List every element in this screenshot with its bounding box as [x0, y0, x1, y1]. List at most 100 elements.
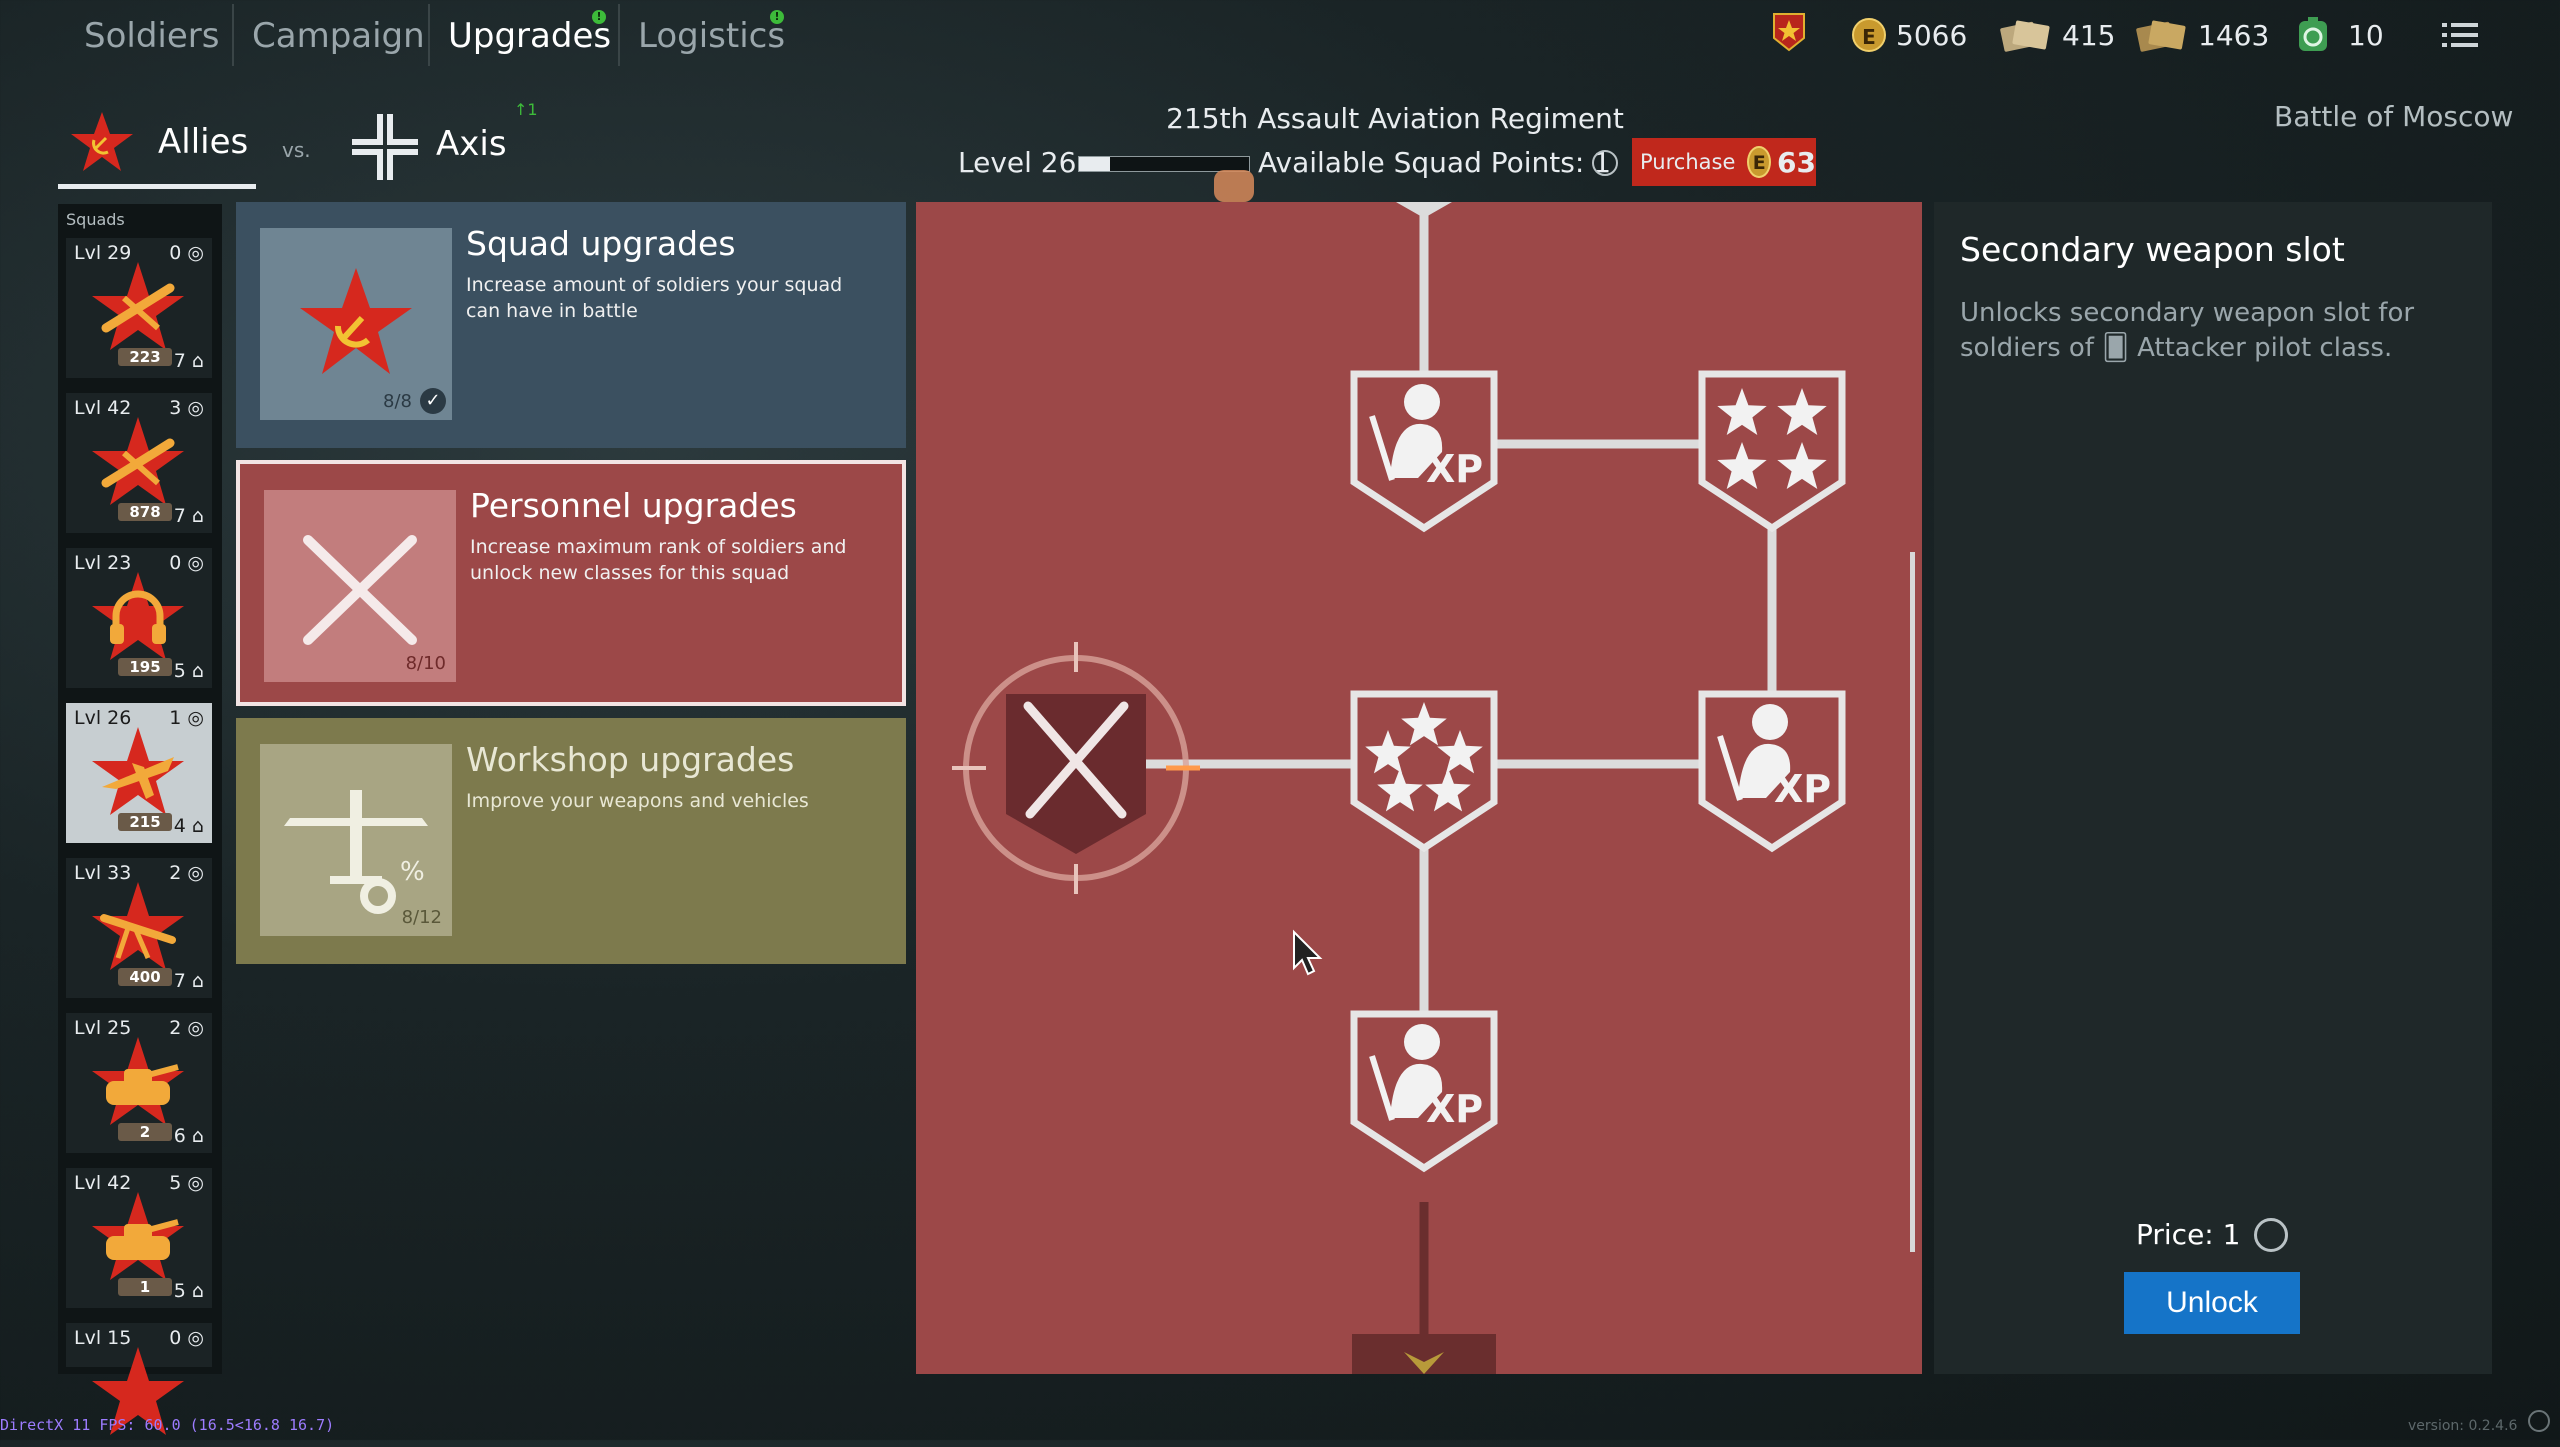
xp-soldier-node-right[interactable]: XP	[1698, 690, 1846, 853]
xp-soldier-node-bottom[interactable]: XP	[1350, 1010, 1498, 1173]
card-description: Increase maximum rank of soldiers and un…	[470, 536, 847, 584]
upgrade-tree-graph: XP XP XP	[952, 202, 1915, 1374]
level-progress-fill	[1079, 157, 1110, 171]
upgrade-detail-panel: Secondary weapon slot Unlocks secondary …	[1934, 202, 2492, 1374]
purchase-button[interactable]: Purchase E 63	[1632, 138, 1816, 186]
axis-faction-tab[interactable]: Axis ↑1	[346, 100, 546, 190]
upgrade-tree: XP XP XP	[916, 202, 1922, 1374]
allies-faction-tab[interactable]: Allies	[58, 108, 256, 190]
squad-exp-count: 223	[118, 348, 172, 366]
silver-tickets-icon	[2000, 20, 2050, 52]
squad-points: 0 ◎	[169, 1327, 204, 1349]
svg-text:%: %	[400, 857, 425, 887]
tab-campaign[interactable]: Campaign	[252, 16, 425, 56]
card-progress: 8/10	[405, 653, 446, 674]
purchase-price: 63	[1777, 145, 1816, 179]
nav-divider	[618, 4, 620, 66]
silver-tickets[interactable]: 415	[1998, 12, 2115, 58]
tank-icon	[88, 1188, 188, 1292]
squad-exp-count: 195	[118, 658, 172, 676]
squad-level: Lvl 33	[74, 862, 132, 884]
locked-node-emblem-icon	[1404, 1352, 1444, 1374]
axis-cross-icon	[352, 114, 418, 180]
axis-update-badge: ↑1	[514, 100, 538, 119]
squad-level: Lvl 42	[74, 397, 132, 419]
xp-label: XP	[1426, 1087, 1483, 1131]
headset-icon	[88, 568, 188, 672]
menu-icon[interactable]	[2442, 20, 2478, 50]
xp-label: XP	[1774, 767, 1831, 811]
squad-level: Lvl 29	[74, 242, 132, 264]
gold-tickets-amount: 1463	[2198, 18, 2270, 52]
squads-title: Squads	[66, 210, 125, 229]
crossed-rifles-icon	[1023, 701, 1129, 819]
squad-soldier-count: 4 ⌂	[173, 815, 204, 837]
squad-soldier-count: 5 ⌂	[173, 660, 204, 682]
squad-soldier-count: 6 ⌂	[173, 1125, 204, 1147]
gold-tickets[interactable]: 1463	[2134, 12, 2269, 58]
squad-point-icon	[1592, 150, 1618, 176]
timer-boost-icon	[2299, 17, 2327, 51]
unlock-button[interactable]: Unlock	[2124, 1272, 2300, 1334]
card-description: Increase amount of soldiers your squad c…	[466, 274, 843, 322]
squad-exp-count: 2	[118, 1123, 172, 1141]
gold-amount: 5066	[1896, 18, 1968, 52]
crossed-rifles-node-selected	[952, 642, 1200, 894]
squad-soldier-count: 7 ⌂	[173, 505, 204, 527]
rifle-icon	[88, 258, 188, 362]
boost-amount: 10	[2348, 18, 2384, 52]
squad-point-icon	[2254, 1218, 2288, 1252]
gold-coin-icon: E	[1852, 18, 1886, 52]
rifle-icon	[88, 413, 188, 517]
rank-badge-icon[interactable]	[1772, 12, 1806, 52]
squad-level: Lvl 15	[74, 1327, 132, 1349]
logistics-alert-icon: !	[770, 10, 784, 24]
squad-card[interactable]: Lvl 15 0 ◎	[66, 1323, 212, 1435]
squad-points: 1 ◎	[169, 707, 204, 729]
tab-upgrades[interactable]: Upgrades	[448, 16, 612, 56]
soviet-star-icon: 8/8✓	[260, 228, 452, 420]
detail-title: Secondary weapon slot	[1960, 230, 2345, 269]
card-title: Squad upgrades	[466, 224, 736, 263]
squad-points: 0 ◎	[169, 242, 204, 264]
card-title: Personnel upgrades	[470, 486, 797, 525]
squad-points-label: Available Squad Points: 1	[1258, 146, 1612, 179]
allies-label: Allies	[158, 122, 249, 162]
squad-exp-count: 400	[118, 968, 172, 986]
axis-label: Axis	[436, 124, 507, 164]
tab-soldiers[interactable]: Soldiers	[84, 16, 220, 56]
star-icon	[88, 1343, 188, 1447]
purchase-label: Purchase	[1640, 150, 1736, 174]
gold-coin-icon: E	[1747, 146, 1772, 178]
five-stars-node[interactable]	[1350, 690, 1498, 853]
tab-logistics[interactable]: Logistics	[638, 16, 786, 56]
tank-icon	[88, 1033, 188, 1137]
gold-currency[interactable]: E 5066	[1852, 12, 1967, 58]
boost-counter[interactable]: 10	[2296, 12, 2384, 58]
crossed-rifles-icon: 8/10	[264, 490, 456, 682]
upgrades-alert-icon: !	[592, 10, 606, 24]
squad-points: 3 ◎	[169, 397, 204, 419]
tree-top-arrow-icon	[1396, 202, 1452, 218]
squad-points: 0 ◎	[169, 552, 204, 574]
squad-exp-count: 1	[118, 1278, 172, 1296]
plane-icon	[88, 723, 188, 827]
nav-divider	[428, 4, 430, 66]
card-progress: 8/12	[401, 907, 442, 928]
four-stars-node-top[interactable]	[1698, 370, 1846, 533]
xp-soldier-node-top[interactable]: XP	[1350, 370, 1498, 533]
aircraft-workshop-icon: % 8/12	[260, 744, 452, 936]
versus-label: vs.	[282, 138, 311, 162]
card-progress: 8/8	[383, 391, 412, 412]
